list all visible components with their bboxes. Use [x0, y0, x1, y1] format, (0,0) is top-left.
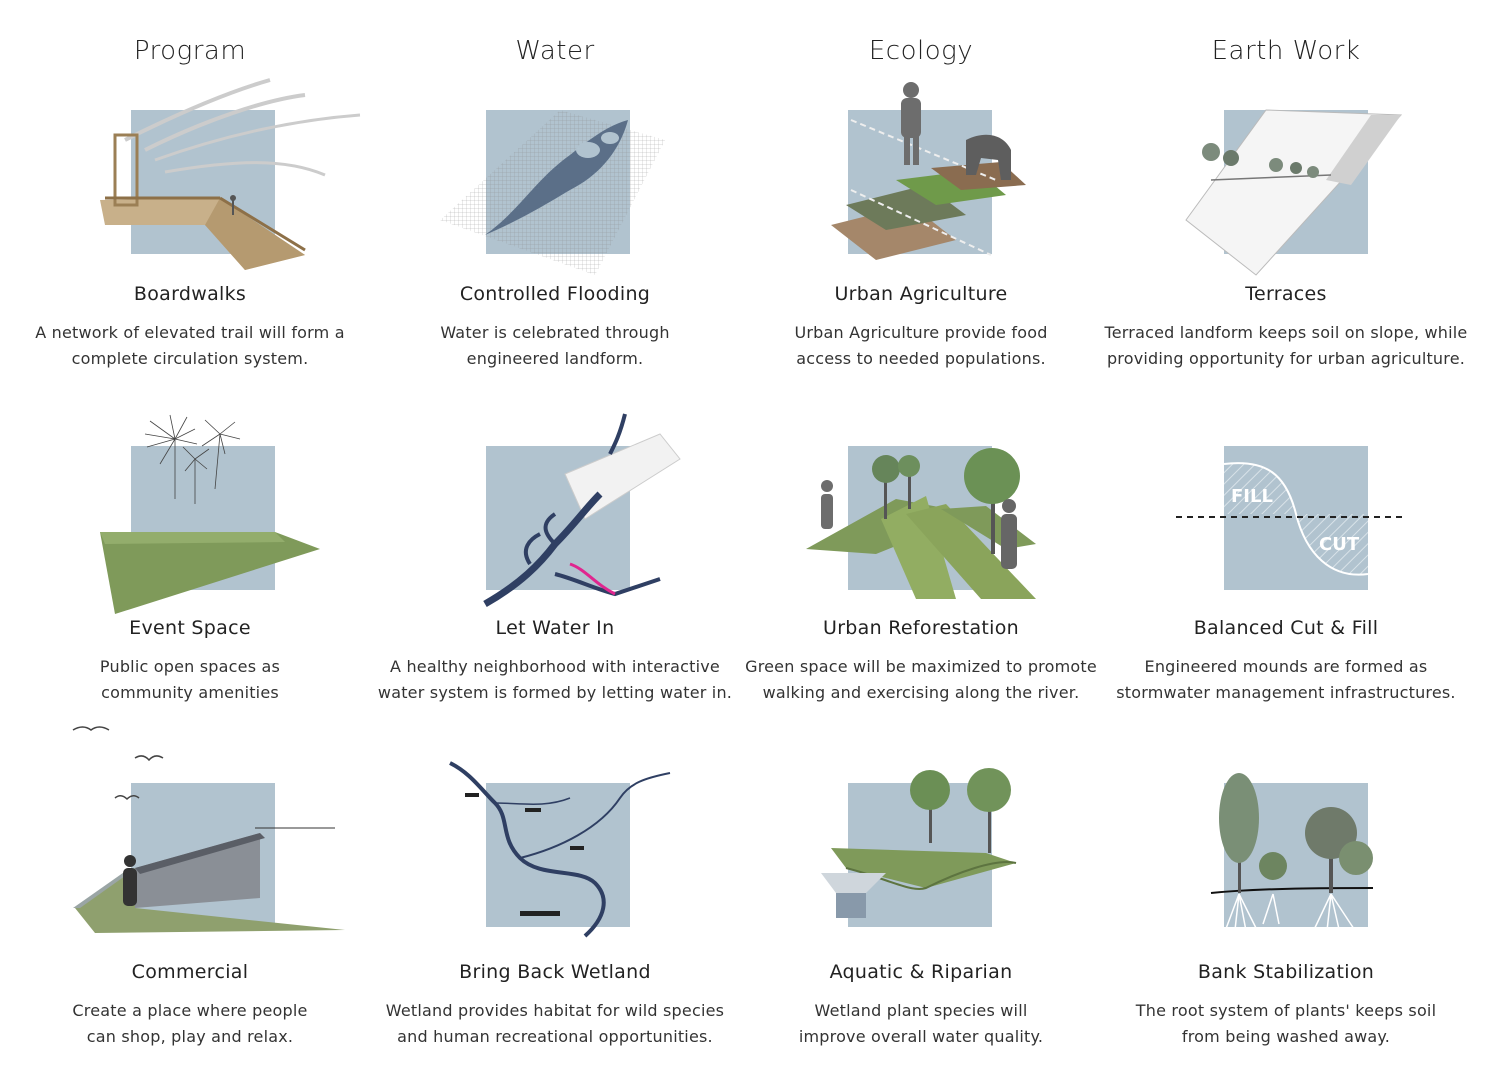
river-map-icon	[370, 413, 740, 614]
cell-title: Boardwalks	[133, 283, 247, 305]
roots-icon	[1101, 758, 1471, 958]
cell-balanced-cut-fill: FILL CUT Balanced Cut & Fill Engineered …	[1101, 414, 1471, 744]
cell-title: Urban Agriculture	[834, 283, 1008, 305]
cut-fill-icon: FILL CUT	[1101, 414, 1471, 614]
cell-description: Green space will be maximized to promote…	[745, 657, 1097, 702]
cell-aquatic-riparian: Aquatic & Riparian Wetland plant species…	[736, 758, 1106, 1088]
cell-title: Let Water In	[495, 617, 615, 639]
column-heading-water: Water	[515, 36, 595, 66]
column-heading-ecology: Ecology	[868, 36, 974, 66]
cell-title: Balanced Cut & Fill	[1193, 617, 1379, 639]
cell-title: Urban Reforestation	[822, 617, 1020, 639]
terrace-icon	[1101, 80, 1471, 280]
cell-title: Event Space	[129, 617, 251, 639]
wetland-icon	[370, 758, 740, 958]
column-heading-earth-work: Earth Work	[1211, 36, 1361, 66]
fill-label: FILL	[1231, 486, 1273, 507]
cell-bank-stabilization: Bank Stabilization The root system of pl…	[1101, 758, 1471, 1088]
market-hall-icon	[5, 726, 375, 958]
cell-description: Wetland provides habitat for wild specie…	[385, 1001, 725, 1046]
boardwalk-icon	[5, 78, 375, 280]
cell-terraces: Terraces Terraced landform keeps soil on…	[1101, 80, 1471, 410]
cell-title: Bank Stabilization	[1197, 961, 1375, 983]
cell-boardwalks: Boardwalks A network of elevated trail w…	[5, 78, 375, 410]
flood-grid-icon	[370, 80, 740, 280]
fireworks-icon	[5, 414, 375, 614]
agriculture-icon	[736, 80, 1106, 280]
cell-title: Aquatic & Riparian	[829, 961, 1013, 983]
cell-title: Terraces	[1245, 283, 1327, 305]
riparian-icon	[736, 758, 1106, 958]
cell-title: Bring Back Wetland	[459, 961, 651, 983]
cell-controlled-flooding: Controlled Flooding Water is celebrated …	[370, 80, 740, 410]
cell-bring-back-wetland: Bring Back Wetland Wetland provides habi…	[370, 758, 740, 1088]
column-heading-program: Program	[133, 36, 247, 66]
cell-title: Commercial	[131, 961, 249, 983]
cut-label: CUT	[1319, 534, 1360, 555]
trees-icon	[736, 414, 1106, 614]
cell-urban-reforestation: Urban Reforestation Green space will be …	[736, 414, 1106, 744]
cell-description: Terraced landform keeps soil on slope, w…	[1104, 323, 1468, 368]
cell-title: Controlled Flooding	[459, 283, 651, 305]
cell-urban-agriculture: Urban Agriculture Urban Agriculture prov…	[736, 80, 1106, 410]
cell-let-water-in: Let Water In A healthy neighborhood with…	[370, 413, 740, 744]
